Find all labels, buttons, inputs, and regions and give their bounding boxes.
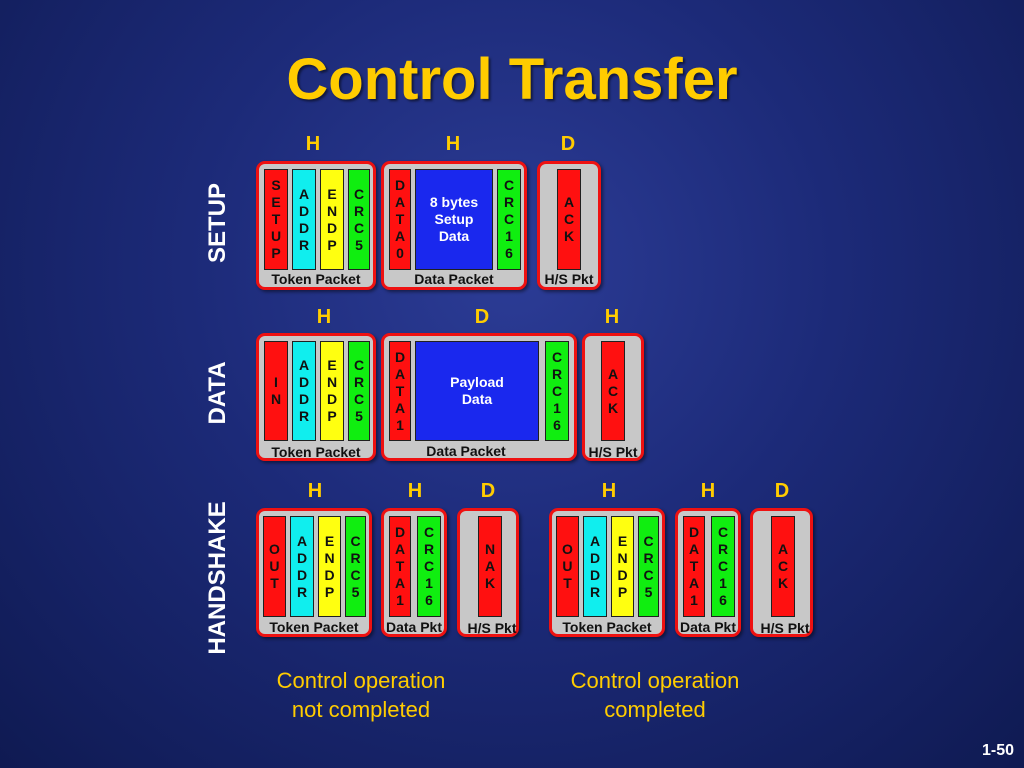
setup-token-packet-label: Token Packet [271, 271, 361, 287]
data-endp-field: E N D P [320, 341, 344, 441]
data-payload-field: Payload Data [415, 341, 539, 441]
handshake-stage-label: HANDSHAKE [204, 501, 231, 655]
setup-handshake-direction: D [560, 133, 576, 155]
hs-right-data1-pid-field: D A T A 1 [683, 516, 705, 617]
page-number: 1-50 [981, 742, 1014, 759]
hs-left-handshake-label: H/S Pkt [467, 620, 517, 636]
setup-stage-label: SETUP [204, 182, 231, 264]
data-data-packet-label: Data Packet [426, 443, 506, 459]
hs-left-crc5-field: C R C 5 [345, 516, 366, 617]
hs-left-endp-field: E N D P [318, 516, 341, 617]
data-crc16-field: C R C 1 6 [545, 341, 569, 441]
hs-right-out-pid-field: O U T [556, 516, 579, 617]
hs-right-data-direction: H [700, 480, 716, 502]
data-token-packet-label: Token Packet [271, 444, 361, 460]
data-crc5-field: C R C 5 [348, 341, 370, 441]
setup-crc16-field: C R C 1 6 [497, 169, 521, 270]
setup-endp-field: E N D P [320, 169, 344, 270]
setup-ack-field: A C K [557, 169, 581, 270]
hs-right-ack-field: A C K [771, 516, 795, 617]
hs-left-out-pid-field: O U T [263, 516, 286, 617]
hs-right-addr-field: A D D R [583, 516, 607, 617]
setup-data-payload: 8 bytes Setup Data [415, 169, 493, 270]
hs-right-data-label: Data Pkt [679, 619, 737, 635]
hs-left-token-direction: H [307, 480, 323, 502]
setup-pid-field: S E T U P [264, 169, 288, 270]
hs-right-endp-field: E N D P [611, 516, 634, 617]
data-stage-label: DATA [204, 361, 231, 425]
hs-right-token-direction: H [601, 480, 617, 502]
setup-data0-pid-field: D A T A 0 [389, 169, 411, 270]
hs-left-nak-field: N A K [478, 516, 502, 617]
data-token-direction: H [316, 306, 332, 328]
data-handshake-direction: H [604, 306, 620, 328]
hs-right-crc16-field: C R C 1 6 [711, 516, 735, 617]
hs-right-handshake-label: H/S Pkt [760, 620, 810, 636]
data-addr-field: A D D R [292, 341, 316, 441]
hs-left-addr-field: A D D R [290, 516, 314, 617]
data-data1-pid-field: D A T A 1 [389, 341, 411, 441]
setup-addr-field: A D D R [292, 169, 316, 270]
setup-data-packet-label: Data Packet [414, 271, 494, 287]
setup-data-direction: H [445, 133, 461, 155]
hs-right-token-label: Token Packet [562, 619, 652, 635]
data-pid-field: I N [264, 341, 288, 441]
data-data-direction: D [474, 306, 490, 328]
caption-completed: Control operation completed [570, 668, 740, 722]
hs-left-token-label: Token Packet [269, 619, 359, 635]
hs-right-handshake-direction: D [774, 480, 790, 502]
data-handshake-label: H/S Pkt [588, 444, 638, 460]
data-ack-field: A C K [601, 341, 625, 441]
hs-left-data-direction: H [407, 480, 423, 502]
slide-title: Control Transfer [286, 47, 738, 112]
hs-left-handshake-direction: D [480, 480, 496, 502]
hs-left-data1-pid-field: D A T A 1 [389, 516, 411, 617]
setup-crc5-field: C R C 5 [348, 169, 370, 270]
hs-left-data-label: Data Pkt [385, 619, 443, 635]
hs-right-crc5-field: C R C 5 [638, 516, 659, 617]
setup-token-direction: H [305, 133, 321, 155]
setup-handshake-label: H/S Pkt [544, 271, 594, 287]
caption-not-completed: Control operation not completed [276, 668, 446, 722]
hs-left-crc16-field: C R C 1 6 [417, 516, 441, 617]
